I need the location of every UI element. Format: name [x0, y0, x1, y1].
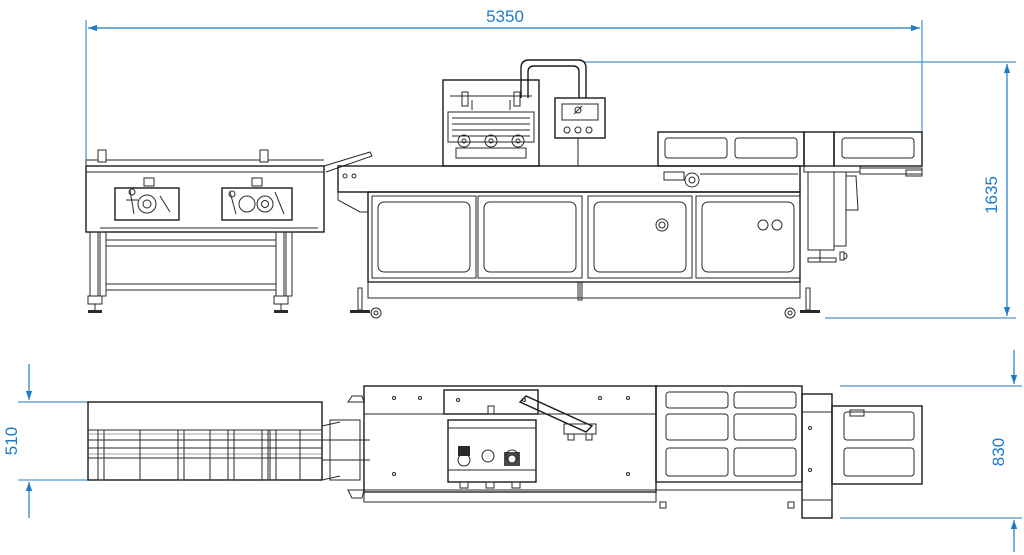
- clamp-unit-left: [114, 177, 180, 221]
- dimension-machine-width: 830: [840, 350, 1022, 552]
- overall-length-label: 5350: [486, 7, 524, 26]
- front-view: [85, 59, 923, 319]
- main-body: [337, 165, 820, 319]
- outfeed-top: [655, 385, 923, 519]
- air-duct: [520, 59, 587, 98]
- control-panel: [554, 97, 606, 166]
- clamp-unit-right: [221, 177, 293, 221]
- machine-width-label: 830: [989, 438, 1008, 466]
- infeed-conveyor-top: [87, 401, 341, 481]
- infeed-conveyor: [85, 149, 373, 313]
- height-label: 1635: [982, 176, 1001, 214]
- outfeed-section: [657, 131, 923, 263]
- dimension-overall-length: 5350: [85, 7, 923, 165]
- cutting-head: [442, 79, 540, 167]
- dimension-height: 1635: [585, 61, 1016, 319]
- top-view: [87, 385, 923, 519]
- dimension-conveyor-width: 510: [2, 364, 88, 518]
- transfer-bridge: [322, 395, 370, 499]
- main-body-top: [363, 385, 657, 503]
- conveyor-width-label: 510: [2, 427, 21, 455]
